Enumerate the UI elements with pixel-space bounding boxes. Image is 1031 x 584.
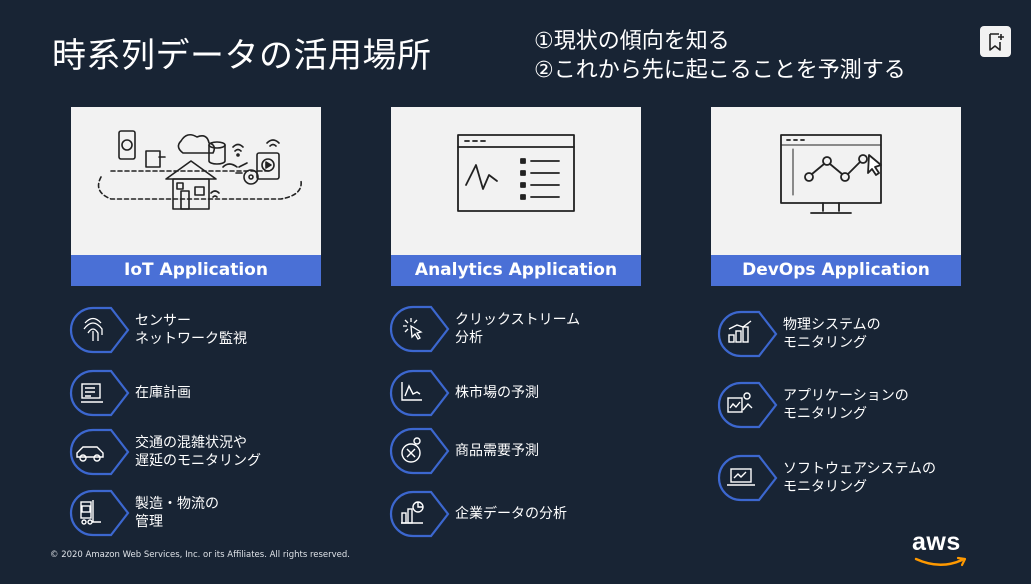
- item-line: モニタリング: [783, 479, 867, 495]
- click-icon: [389, 304, 451, 354]
- forklift-icon: [69, 488, 131, 538]
- laptop-icon: [717, 453, 779, 503]
- aws-logo: aws: [912, 528, 972, 574]
- demand-icon: [389, 426, 451, 476]
- aws-logo-text: aws: [912, 528, 961, 556]
- monitor-chart-icon: [780, 134, 882, 214]
- item-line: モニタリング: [783, 335, 867, 351]
- analytics-application-card: Analytics Application: [391, 107, 641, 286]
- item-line: 管理: [135, 514, 163, 530]
- item-line: 分析: [455, 330, 483, 346]
- copyright-text: © 2020 Amazon Web Services, Inc. or its …: [50, 550, 351, 560]
- inventory-icon: [69, 368, 131, 418]
- item-line: モニタリング: [783, 406, 867, 422]
- subtitle-line-2: ②これから先に起こることを予測する: [534, 58, 906, 83]
- item-text: 交通の混雑状況や 遅延のモニタリング: [135, 427, 315, 477]
- item-line: ネットワーク監視: [135, 331, 247, 347]
- slide-subtitle: ①現状の傾向を知る ②これから先に起こることを予測する: [534, 27, 906, 85]
- item-line: 遅延のモニタリング: [135, 453, 261, 469]
- subtitle-line-1: ①現状の傾向を知る: [534, 29, 730, 54]
- iot-application-card: IoT Application: [71, 107, 321, 286]
- item-line: 在庫計画: [135, 385, 191, 401]
- card-label: Analytics Application: [391, 255, 641, 286]
- item-text: アプリケーションの モニタリング: [783, 380, 963, 430]
- item-line: ソフトウェアシステムの: [783, 461, 937, 477]
- item-line: 交通の混雑状況や: [135, 435, 247, 451]
- item-text: 企業データの分析: [455, 489, 635, 539]
- bookmark-plus-icon: [988, 32, 1004, 51]
- dashboard-window-icon: [457, 134, 575, 212]
- item-text: 商品需要予測: [455, 426, 635, 476]
- app-monitor-icon: [717, 380, 779, 430]
- item-text: 在庫計画: [135, 368, 315, 418]
- bookmark-button[interactable]: [980, 26, 1011, 57]
- item-text: ソフトウェアシステムの モニタリング: [783, 453, 963, 503]
- item-line: 企業データの分析: [455, 506, 567, 522]
- bar-chart-icon: [717, 309, 779, 359]
- smart-home-icon: [97, 130, 302, 210]
- item-text: クリックストリーム 分析: [455, 304, 635, 354]
- fingerprint-icon: [69, 305, 131, 355]
- stock-chart-icon: [389, 368, 451, 418]
- item-line: 物理システムの: [783, 317, 881, 333]
- devops-application-card: DevOps Application: [711, 107, 961, 286]
- item-line: クリックストリーム: [455, 312, 581, 328]
- item-text: 物理システムの モニタリング: [783, 309, 963, 359]
- devops-illustration: [711, 107, 961, 255]
- iot-illustration: [71, 107, 321, 255]
- item-line: 商品需要予測: [455, 443, 539, 459]
- slide-title: 時系列データの活用場所: [52, 36, 432, 76]
- analytics-icon: [389, 489, 451, 539]
- aws-smile-icon: [914, 556, 967, 567]
- item-line: センサー: [135, 313, 191, 329]
- card-label: IoT Application: [71, 255, 321, 286]
- item-line: 製造・物流の: [135, 496, 219, 512]
- item-line: 株市場の予測: [455, 385, 539, 401]
- card-label: DevOps Application: [711, 255, 961, 286]
- item-line: アプリケーションの: [783, 388, 909, 404]
- analytics-illustration: [391, 107, 641, 255]
- item-text: センサー ネットワーク監視: [135, 305, 315, 355]
- item-text: 株市場の予測: [455, 368, 635, 418]
- item-text: 製造・物流の 管理: [135, 488, 315, 538]
- car-icon: [69, 427, 131, 477]
